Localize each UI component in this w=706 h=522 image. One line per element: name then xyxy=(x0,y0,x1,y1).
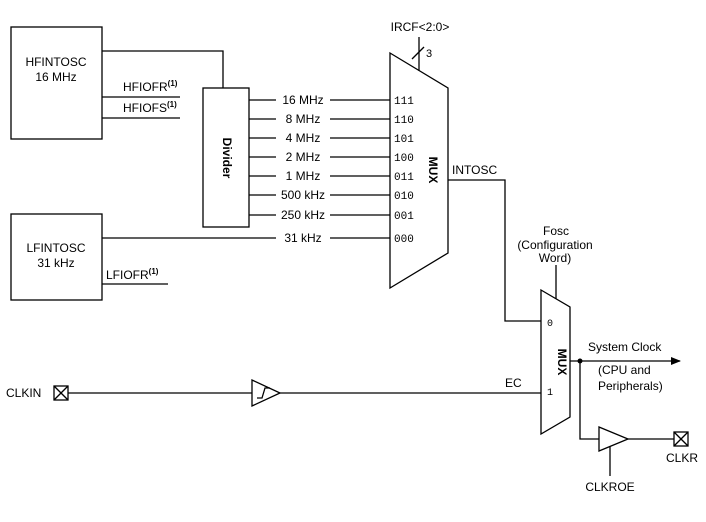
hfintosc-freq: 16 MHz xyxy=(35,70,76,84)
fosc-label-line3: Word) xyxy=(539,251,571,265)
mux-input-frequency-label: 250 kHz xyxy=(281,208,325,222)
system-clock-mux: MUX 0 1 Fosc (Configuration Word) xyxy=(517,224,593,436)
mux-input-frequency-label: 8 MHz xyxy=(286,112,321,126)
ircf-bus-slash xyxy=(411,46,425,60)
divider-block: Divider xyxy=(202,87,250,228)
clkin-label: CLKIN xyxy=(6,386,41,400)
mux-input-frequency-label: 1 MHz xyxy=(286,169,321,183)
clkr-tap-wire xyxy=(579,361,599,440)
mux-select-code-label: 111 xyxy=(394,96,414,108)
mux-select-code-label: 100 xyxy=(394,153,414,165)
ec-label: EC xyxy=(505,376,522,390)
mux-input-frequency-label: 31 kHz xyxy=(284,231,321,245)
clkroe-label: CLKROE xyxy=(585,480,634,494)
system-clock-label: System Clock xyxy=(588,340,662,354)
mux-select-code-label: 011 xyxy=(394,172,414,184)
lfintosc-freq: 31 kHz xyxy=(37,256,74,270)
lfintosc-block: LFINTOSC 31 kHz LFIOFR(1) xyxy=(10,213,168,301)
clkr-output-buffer xyxy=(598,426,630,452)
fosc-label-line1: Fosc xyxy=(543,224,569,238)
mux-input-frequency-label: 16 MHz xyxy=(282,93,323,107)
system-clock-sub-line1: (CPU and xyxy=(598,363,651,377)
schmitt-trigger-buffer xyxy=(251,378,282,408)
main-mux-label: MUX xyxy=(426,157,440,184)
clkr-path: CLKR CLKROE xyxy=(579,361,698,494)
ircf-label: IRCF<2:0> xyxy=(391,20,450,34)
mux-input-frequency-label: 500 kHz xyxy=(281,188,325,202)
system-clock-sub-line2: Peripherals) xyxy=(598,379,663,393)
main-mux: MUX xyxy=(389,51,449,290)
clkin-path: CLKIN EC xyxy=(6,376,541,408)
mux-select-code-label: 010 xyxy=(394,191,414,203)
intosc-label: INTOSC xyxy=(452,163,497,177)
ircf-select-bus: IRCF<2:0> 3 xyxy=(391,20,450,71)
mux-input-frequency-label: 4 MHz xyxy=(286,131,321,145)
main-mux-inputs: 16 MHz 111 8 MHz 110 4 MHz 101 2 MHz 100 1 MHz 01… xyxy=(102,93,414,246)
ircf-bus-width: 3 xyxy=(426,48,432,60)
mux-input-frequency-label: 2 MHz xyxy=(286,150,321,164)
schmitt-trigger-icon xyxy=(257,387,270,399)
fosc-label-line2: (Configuration xyxy=(517,238,592,252)
clkr-label: CLKR xyxy=(666,451,698,465)
intosc-path: INTOSC xyxy=(448,163,541,322)
intosc-wire xyxy=(448,179,541,322)
mux2-input-0: 0 xyxy=(547,319,553,330)
lfiofr-label: LFIOFR(1) xyxy=(106,267,159,282)
mux-select-code-label: 001 xyxy=(394,211,414,223)
mux-select-code-label: 110 xyxy=(394,115,414,127)
mux-select-code-label: 101 xyxy=(394,134,414,146)
hfintosc-to-divider-wire xyxy=(102,50,224,88)
hfiofr-label: HFIOFR(1) xyxy=(123,79,178,94)
system-clock-mux-label: MUX xyxy=(555,349,569,376)
lfintosc-name: LFINTOSC xyxy=(26,241,85,255)
hfintosc-signals: HFIOFR(1) HFIOFS(1) xyxy=(102,50,224,119)
mux2-input-1: 1 xyxy=(547,388,553,399)
divider-label: Divider xyxy=(220,138,234,179)
hfiofs-label: HFIOFS(1) xyxy=(123,100,177,115)
hfintosc-name: HFINTOSC xyxy=(25,55,86,69)
mux-select-code-label: 000 xyxy=(394,234,414,246)
system-clock-output: System Clock (CPU and Peripherals) xyxy=(570,340,681,393)
hfintosc-block: HFINTOSC 16 MHz xyxy=(10,26,103,140)
